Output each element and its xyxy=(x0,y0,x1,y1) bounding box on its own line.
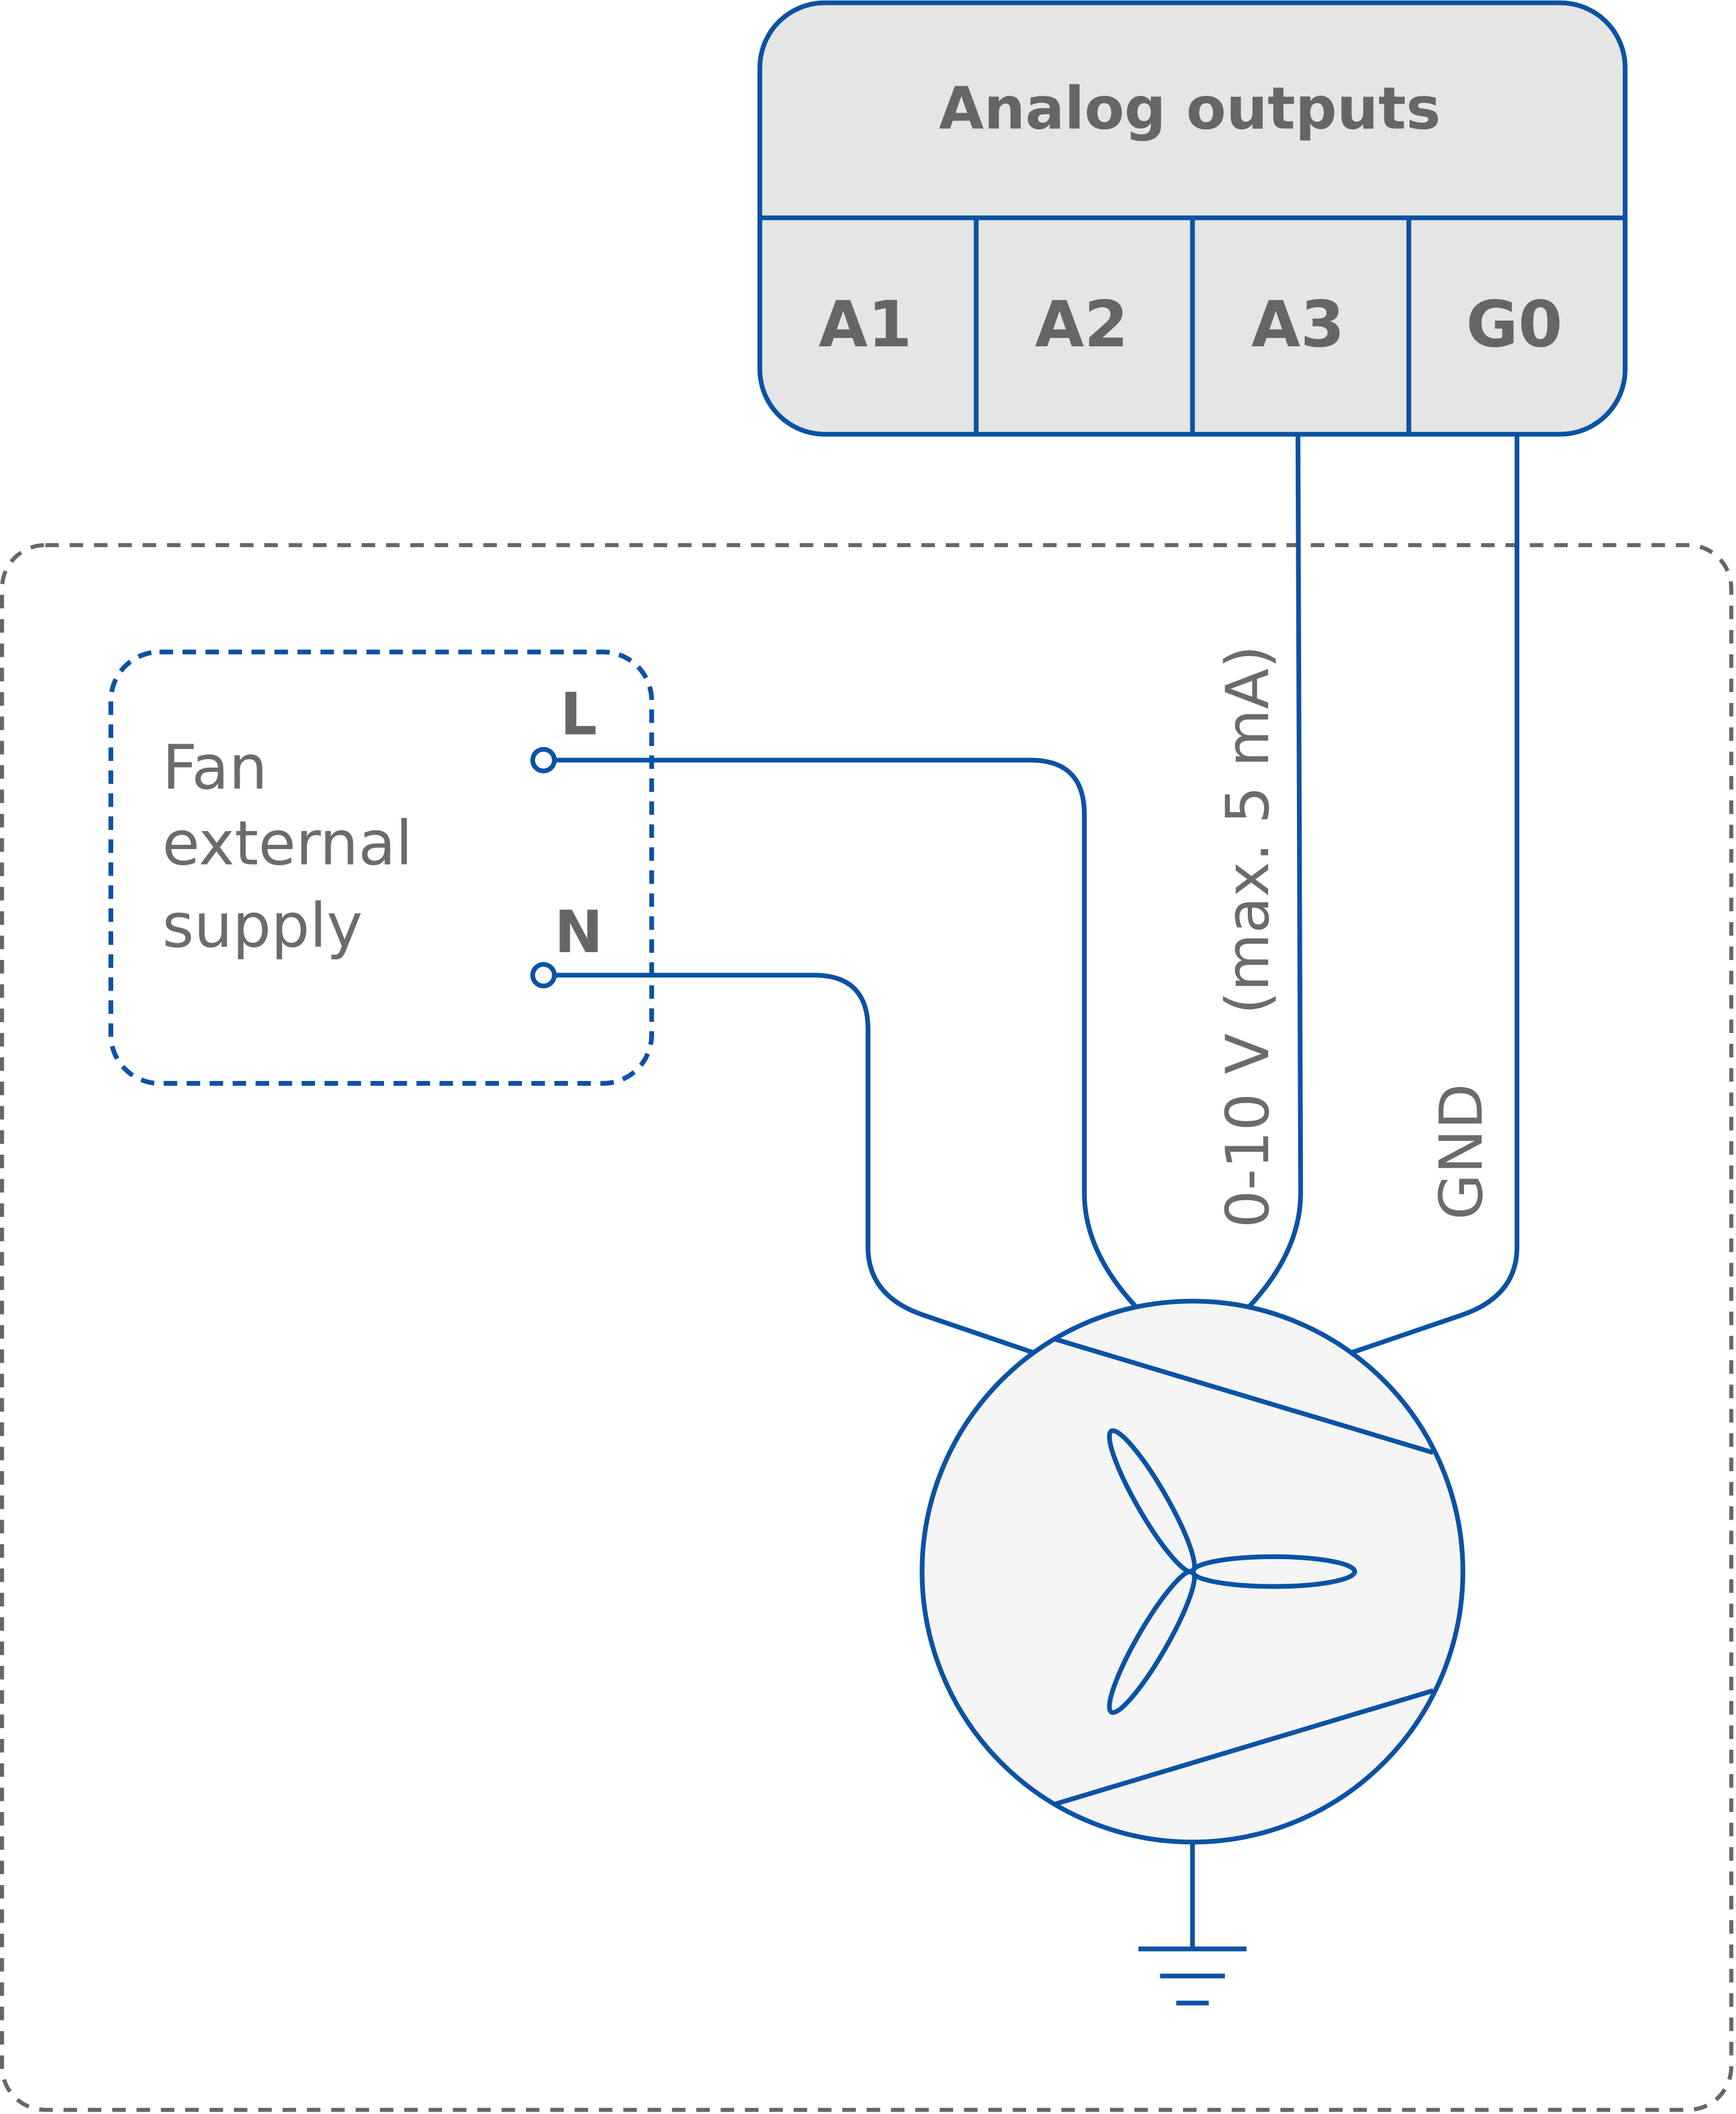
terminal-a3: A3 xyxy=(1251,288,1345,362)
terminal-a1: A1 xyxy=(819,288,912,362)
wire-n xyxy=(543,973,1034,1355)
wire-signal xyxy=(1247,434,1303,1309)
wire-l xyxy=(543,757,1138,1309)
terminal-a2: A2 xyxy=(1035,288,1129,362)
installation-boundary xyxy=(0,543,1734,2112)
supply-label-line3: supply xyxy=(162,890,362,961)
supply-terminal-n-label: N xyxy=(554,898,603,966)
fan-external-supply-box: Fan external supply L N xyxy=(108,650,654,1086)
supply-label-line2: external xyxy=(162,808,413,878)
fan-blades-icon xyxy=(1106,1428,1357,1715)
supply-terminal-l-label: L xyxy=(560,681,597,748)
wire-gnd xyxy=(1351,434,1520,1355)
fan-motor xyxy=(920,1298,1466,1845)
analog-outputs-title: Analog outputs xyxy=(939,75,1441,143)
terminal-g0: G0 xyxy=(1466,288,1562,362)
analog-outputs-block: Analog outputs A1 A2 A3 G0 xyxy=(757,0,1628,437)
signal-wire-label: 0-10 V (max. 5 mA) xyxy=(1214,645,1283,1228)
gnd-wire-label: GND xyxy=(1427,1083,1496,1220)
ground-icon xyxy=(1138,1842,1247,2006)
supply-label-line1: Fan xyxy=(162,732,268,803)
supply-terminal-l xyxy=(530,747,557,774)
supply-terminal-n xyxy=(530,962,557,989)
